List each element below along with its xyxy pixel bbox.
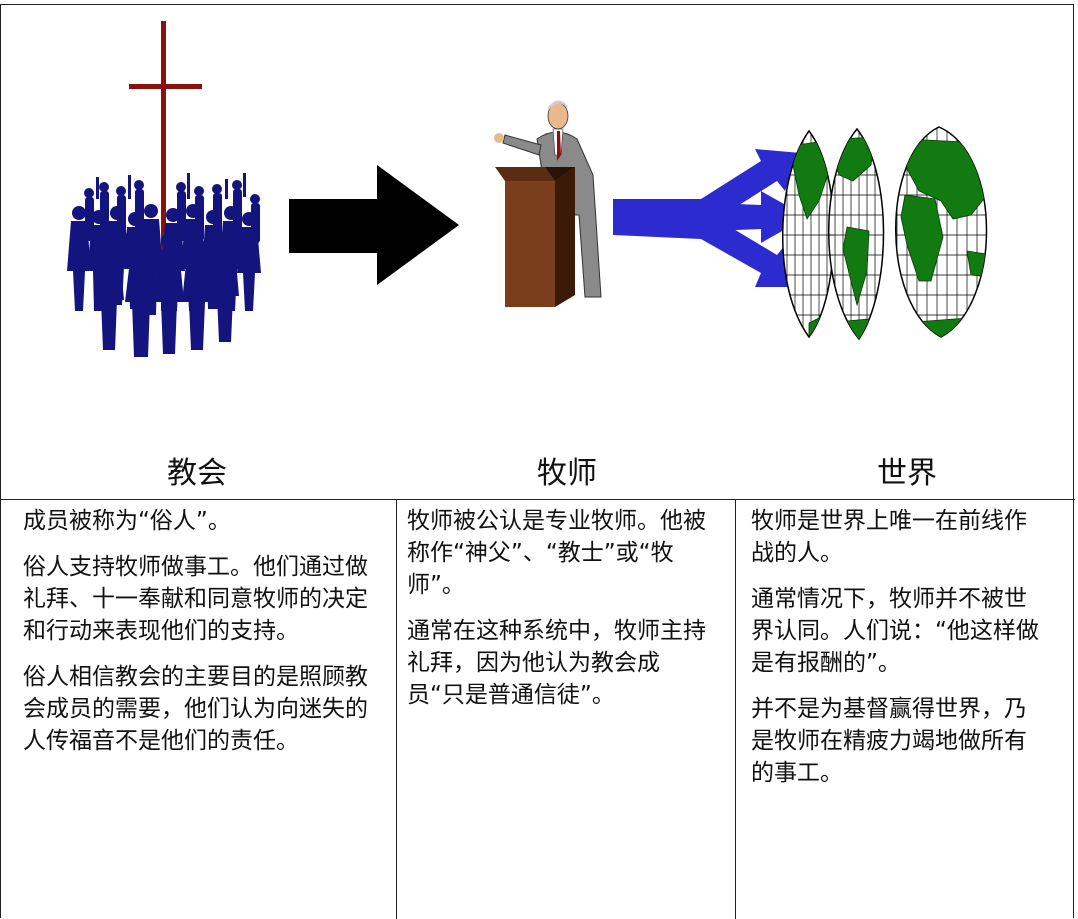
world-paragraph-1: 牧师是世界上唯一在前线作战的人。 xyxy=(751,508,1027,566)
row-divider xyxy=(1,499,1075,500)
world-globe-icon xyxy=(782,126,988,341)
pastor-description: 牧师被公认是专业牧师。他被称作“神父”、“教士”或“牧师”。 通常在这种系统中，… xyxy=(407,505,707,725)
pastor-paragraph-1: 牧师被公认是专业牧师。他被称作“神父”、“教士”或“牧师”。 xyxy=(407,508,706,598)
world-description: 牧师是世界上唯一在前线作战的人。 通常情况下，牧师并不被世界认同。人们说：“他这… xyxy=(751,505,1047,803)
world-paragraph-3: 并不是为基督赢得世界，乃是牧师在精疲力竭地做所有的事工。 xyxy=(751,696,1027,786)
pastor-paragraph-2: 通常在这种系统中，牧师主持礼拜，因为他认为教会成员“只是普通信徒”。 xyxy=(407,618,706,708)
church-paragraph-1: 成员被称为“俗人”。 xyxy=(23,508,231,534)
arrow-right-icon xyxy=(289,165,459,285)
world-paragraph-2: 通常情况下，牧师并不被世界认同。人们说：“他这样做是有报酬的”。 xyxy=(751,586,1039,676)
column-divider-2 xyxy=(735,499,736,919)
diagram-frame: 教会 牧师 世界 成员被称为“俗人”。 俗人支持牧师做事工。他们通过做礼拜、十一… xyxy=(0,4,1075,919)
church-paragraph-3: 俗人相信教会的主要目的是照顾教会成员的需要，他们认为向迷失的人传福音不是他们的责… xyxy=(23,664,368,754)
illustration-svg xyxy=(67,21,988,357)
pastor-at-pulpit-icon xyxy=(494,100,602,307)
heading-church: 教会 xyxy=(167,456,227,491)
heading-pastor: 牧师 xyxy=(537,456,597,491)
church-description: 成员被称为“俗人”。 俗人支持牧师做事工。他们通过做礼拜、十一奉献和同意牧师的决… xyxy=(23,505,375,771)
illustration-row: 教会 牧师 世界 xyxy=(1,5,1075,499)
church-paragraph-2: 俗人支持牧师做事工。他们通过做礼拜、十一奉献和同意牧师的决定和行动来表现他们的支… xyxy=(23,554,368,644)
triple-arrow-icon xyxy=(613,149,807,287)
crowd-icon xyxy=(67,173,261,357)
column-divider-1 xyxy=(396,499,397,919)
heading-world: 世界 xyxy=(877,456,937,491)
cross-icon xyxy=(129,21,202,311)
